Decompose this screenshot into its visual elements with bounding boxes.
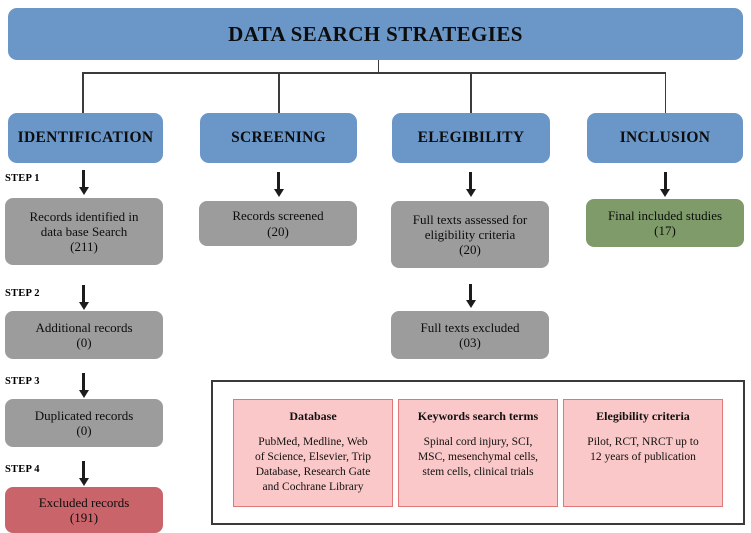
legend-line: MSC, mesenchymal cells, [417,450,539,463]
node-full-texts-excluded[interactable]: Full texts excluded (03) [391,311,549,359]
node-line-1: Duplicated records [34,407,134,423]
stage-label-inclusion: INCLUSION [619,128,711,146]
legend-container: Database PubMed, Medline, Web of Science… [211,380,745,525]
connector-trunk [377,60,380,73]
legend-line: stem cells, clinical trials [422,465,534,478]
step-label-2: STEP 2 [5,288,40,299]
node-count: (17) [654,223,676,238]
legend-line: Database, Research Gate [255,465,371,478]
node-count: (0) [76,423,92,438]
node-excluded-records[interactable]: Excluded records (191) [5,487,163,533]
legend-panel-body: Pilot, RCT, NRCT up to 12 years of publi… [587,435,698,465]
node-line-1: Full texts excluded [420,319,520,335]
step-label-4: STEP 4 [5,464,40,475]
legend-panel-database[interactable]: Database PubMed, Medline, Web of Science… [233,398,393,507]
legend-panel-title: Database [289,408,337,423]
legend-panel-keywords[interactable]: Keywords search terms Spinal cord injury… [398,398,558,507]
stage-box-identification[interactable]: IDENTIFICATION [8,113,163,163]
step-label-3: STEP 3 [5,376,40,387]
chart-title: DATA SEARCH STRATEGIES [228,21,523,46]
node-count: (191) [69,510,99,525]
node-duplicated-records[interactable]: Duplicated records (0) [5,399,163,447]
arrow-to-full-texts-assessed [469,172,472,190]
node-count: (0) [76,335,92,350]
connector-bus [83,72,666,74]
step-label-1: STEP 1 [5,173,40,184]
stage-label-screening: SCREENING [231,128,326,146]
legend-line: Spinal cord injury, SCI, [423,435,533,448]
node-full-texts-assessed[interactable]: Full texts assessed for eligibility crit… [391,201,549,268]
node-line-1: Full texts assessed for [412,211,528,227]
stage-box-screening[interactable]: SCREENING [200,113,357,163]
node-records-identified[interactable]: Records identified in data base Search (… [5,198,163,265]
legend-line: 12 years of publication [590,450,696,463]
node-records-screened[interactable]: Records screened (20) [199,201,357,246]
arrow-to-additional-records [82,285,85,303]
chart-title-banner: DATA SEARCH STRATEGIES [8,8,743,60]
connector-drop-inclusion [664,72,667,113]
node-additional-records[interactable]: Additional records (0) [5,311,163,359]
legend-line: of Science, Elsevier, Trip [254,450,372,463]
arrow-to-full-texts-excluded [469,284,472,301]
node-count: (211) [70,239,98,255]
legend-panels: Database PubMed, Medline, Web of Science… [213,382,743,523]
connector-drop-identification [82,72,84,113]
node-line-1: Records identified in [29,208,139,224]
stage-label-identification: IDENTIFICATION [17,128,154,146]
connector-drop-screening [278,72,280,113]
legend-line: Pilot, RCT, NRCT up to [587,435,699,448]
node-line-1: Additional records [35,319,133,335]
stage-box-inclusion[interactable]: INCLUSION [587,113,743,163]
node-line-2: eligibility criteria [424,226,516,242]
node-count: (20) [459,242,481,258]
node-line-2: data base Search [40,223,128,239]
arrow-to-final-included-studies [663,172,667,190]
node-count: (03) [459,335,481,350]
legend-panel-title: Elegibility criteria [596,408,690,423]
arrow-to-excluded-records [82,461,85,479]
legend-line: PubMed, Medline, Web [258,435,368,448]
node-count: (20) [267,223,289,239]
legend-line: and Cochrane Library [262,481,364,494]
legend-panel-body: PubMed, Medline, Web of Science, Elsevie… [255,435,371,496]
arrow-to-records-identified [82,170,85,188]
legend-panel-elegibility-criteria[interactable]: Elegibility criteria Pilot, RCT, NRCT up… [563,398,723,507]
node-line-1: Excluded records [38,494,130,510]
node-line-1: Records screened [232,208,324,224]
legend-panel-title: Keywords search terms [417,408,539,423]
connector-drop-elegibility [470,72,472,113]
arrow-to-records-screened [277,172,280,190]
node-final-included-studies[interactable]: Final included studies (17) [586,199,744,247]
arrow-to-duplicated-records [82,373,85,391]
legend-panel-body: Spinal cord injury, SCI, MSC, mesenchyma… [418,435,538,481]
node-line-1: Final included studies [607,207,723,223]
stage-label-elegibility: ELEGIBILITY [417,128,525,146]
stage-box-elegibility[interactable]: ELEGIBILITY [392,113,550,163]
